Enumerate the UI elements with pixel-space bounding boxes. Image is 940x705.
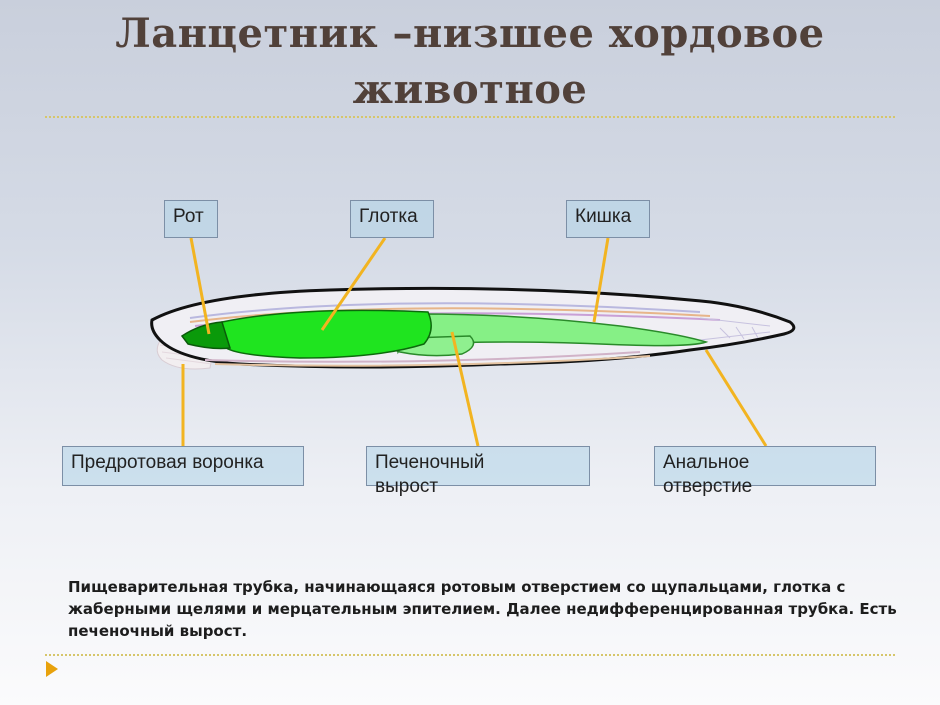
- pharynx: [221, 309, 432, 359]
- corner-arrow-icon: [46, 661, 58, 677]
- arrow-vyrost: [450, 331, 480, 447]
- top-divider: [45, 116, 895, 118]
- arrow-rot: [189, 237, 211, 335]
- label-kishka: Кишка: [566, 200, 650, 238]
- label-anal-line-1: Анальное: [663, 452, 750, 473]
- pointer-lines: [181, 237, 768, 447]
- label-glotka: Глотка: [350, 200, 434, 238]
- arrow-anal: [704, 349, 768, 447]
- description-text: Пищеварительная трубка, начинающаяся рот…: [68, 578, 897, 640]
- arrow-glotka: [320, 237, 387, 331]
- label-analnoe-otverstie: Анальное отверстие: [654, 446, 876, 497]
- label-rot: Рот: [164, 200, 218, 238]
- label-anal-line-2: отверстие: [663, 476, 753, 497]
- slide-title: Ланцетник –низшее хордовое животное: [60, 6, 880, 118]
- title-line-1: Ланцетник –низшее хордовое: [115, 10, 825, 57]
- label-pechenochny-vyrost: Печеночный вырост: [366, 446, 590, 497]
- tail-fin: [699, 317, 771, 341]
- bottom-divider: [45, 654, 895, 656]
- label-predrotovaya-voronka: Предротовая воронка: [62, 446, 304, 486]
- title-line-2: животное: [352, 66, 588, 113]
- label-vyrost-line-2: вырост: [375, 476, 439, 497]
- arrow-kishka: [592, 237, 610, 323]
- mouth-cavity: [180, 321, 231, 350]
- label-vyrost-line-1: Печеночный: [375, 452, 485, 473]
